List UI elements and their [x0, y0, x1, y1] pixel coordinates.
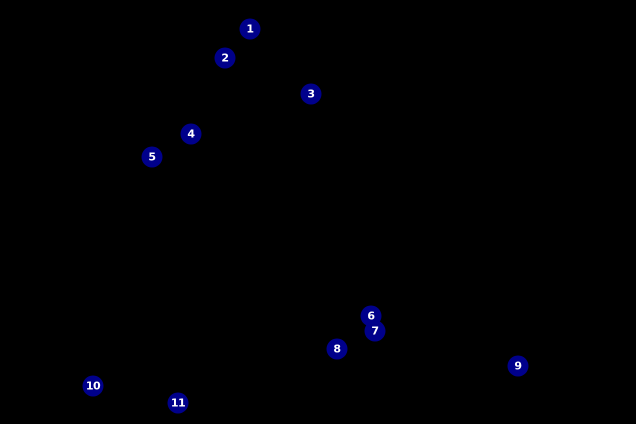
numbered-map-marker[interactable]: 4: [180, 123, 202, 145]
numbered-map-marker[interactable]: 5: [141, 146, 163, 168]
marker-number-label: 9: [514, 359, 522, 373]
numbered-map-marker[interactable]: 7: [364, 320, 386, 342]
marker-number-label: 4: [187, 127, 195, 141]
marker-number-label: 2: [221, 51, 229, 65]
numbered-map-marker[interactable]: 3: [300, 83, 322, 105]
marker-number-label: 10: [85, 379, 101, 393]
marker-number-label: 6: [367, 309, 375, 323]
marker-number-label: 8: [333, 342, 341, 356]
numbered-map-marker[interactable]: 9: [507, 355, 529, 377]
marker-number-label: 7: [371, 324, 379, 338]
numbered-map-marker[interactable]: 11: [167, 392, 189, 414]
numbered-map-marker[interactable]: 10: [82, 375, 104, 397]
numbered-map-marker[interactable]: 1: [239, 18, 261, 40]
marker-number-label: 11: [170, 396, 186, 410]
numbered-map-marker[interactable]: 2: [214, 47, 236, 69]
marker-number-label: 1: [246, 22, 254, 36]
numbered-map-marker[interactable]: 8: [326, 338, 348, 360]
marker-number-label: 5: [148, 150, 156, 164]
marker-number-label: 3: [307, 87, 315, 101]
